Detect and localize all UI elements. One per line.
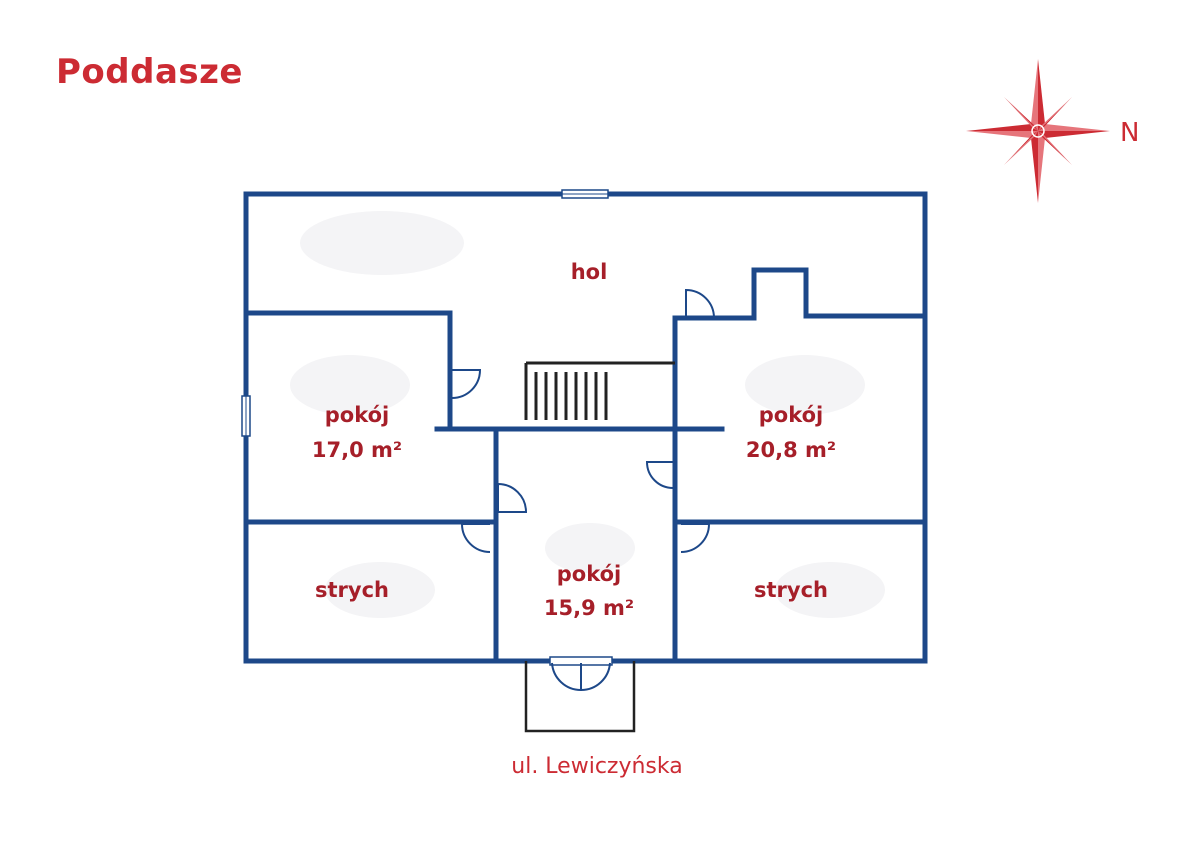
plan-title: Poddasze: [56, 52, 243, 92]
attic-right-label: strych: [754, 578, 828, 602]
staircase: [524, 361, 675, 420]
room-left-name: pokój: [325, 403, 390, 427]
watermark: [290, 211, 885, 618]
interior-walls: [243, 267, 928, 664]
balcony: [524, 661, 636, 733]
room-center-name: pokój: [557, 562, 622, 586]
room-left-area: 17,0 m²: [312, 438, 402, 462]
street-label: ul. Lewiczyńska: [511, 754, 682, 779]
room-right-area: 20,8 m²: [746, 438, 836, 462]
north-label: N: [1120, 118, 1139, 148]
room-label-hol: hol: [571, 260, 608, 284]
attic-left-label: strych: [315, 578, 389, 602]
room-right-name: pokój: [759, 403, 824, 427]
doors: [451, 288, 715, 692]
windows: [241, 189, 609, 437]
compass-rose-icon: [966, 59, 1110, 203]
room-center-area: 15,9 m²: [544, 596, 634, 620]
